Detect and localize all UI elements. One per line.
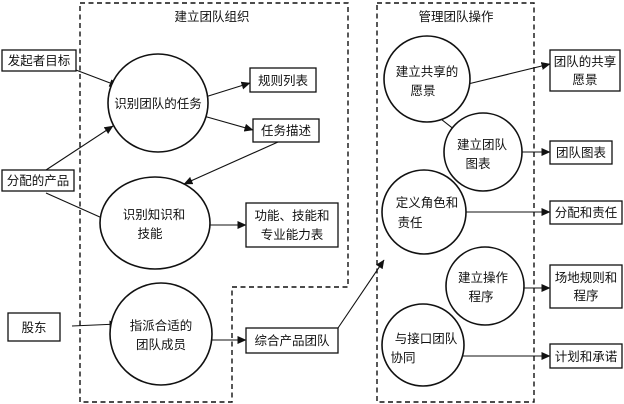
- input-allocated-products-label: 分配的产品: [7, 173, 70, 188]
- output-allocation-responsibility-label: 分配和责任: [555, 205, 618, 220]
- output-rules-list-label: 规则列表: [258, 73, 309, 88]
- process-coordinate-interfaces-line1: 与接口团队: [395, 331, 458, 346]
- process-build-charts-line2: 图表: [465, 156, 491, 171]
- process-assign-members-line2: 团队成员: [136, 337, 186, 352]
- process-build-charts-line1: 建立团队: [457, 137, 508, 152]
- arrow-task-description-to-knowledge: [183, 141, 279, 185]
- arrow-vision-to-shared-vision: [467, 62, 551, 85]
- panel-build-team-title: 建立团队组织: [174, 9, 249, 24]
- output-task-description-label: 任务描述: [261, 123, 312, 138]
- output-shared-vision-line2: 愿景: [572, 72, 597, 87]
- output-skills-table-line1: 功能、技能和: [254, 208, 329, 223]
- input-stakeholders-label: 股东: [21, 320, 46, 335]
- output-team-charts-label: 团队图表: [556, 145, 607, 160]
- process-identify-knowledge-line1: 识别知识和: [123, 207, 186, 222]
- output-team-charts: 团队图表: [549, 140, 613, 165]
- output-shared-vision: 团队的共享 愿景: [549, 49, 621, 92]
- input-sponsor-goals-label: 发起者目标: [8, 53, 71, 68]
- process-build-vision: 建立共享的 愿景: [383, 35, 471, 123]
- process-identify-tasks-label: 识别团队的任务: [114, 96, 202, 111]
- input-allocated-products: 分配的产品: [1, 169, 75, 192]
- process-establish-procedures-line1: 建立操作: [458, 270, 509, 285]
- output-plans-commitments-label: 计划和承诺: [555, 349, 618, 364]
- panel-manage-team-title: 管理团队操作: [418, 9, 494, 24]
- input-sponsor-goals: 发起者目标: [1, 49, 77, 72]
- process-establish-procedures: 建立操作 程序: [445, 246, 525, 326]
- output-shared-vision-line1: 团队的共享: [554, 54, 617, 69]
- output-site-rules-line2: 程序: [573, 288, 598, 303]
- process-coordinate-interfaces: 与接口团队 协同: [381, 303, 465, 387]
- process-assign-members-line1: 指派合适的: [130, 318, 193, 333]
- panel-build-team-border: [79, 2, 349, 403]
- process-assign-members: 指派合适的 团队成员: [109, 282, 213, 386]
- arrow-products-to-tasks: [45, 125, 114, 171]
- output-ipt-team-label: 综合产品团队: [254, 333, 330, 348]
- process-identify-knowledge: 识别知识和 技能: [99, 176, 211, 270]
- process-build-vision-line1: 建立共享的: [396, 64, 459, 79]
- process-establish-procedures-line2: 程序: [468, 289, 493, 304]
- arrow-tasks-to-task-description: [199, 114, 254, 132]
- output-rules-list: 规则列表: [249, 67, 317, 93]
- process-build-vision-line2: 愿景: [410, 83, 435, 98]
- output-skills-table: 功能、技能和 专业能力表: [245, 202, 339, 248]
- process-coordinate-interfaces-line2: 协同: [390, 350, 415, 365]
- process-identify-tasks: 识别团队的任务: [107, 53, 209, 153]
- process-define-roles-line2: 责任: [397, 215, 422, 230]
- output-site-rules-line1: 场地规则和: [555, 270, 618, 285]
- output-allocation-responsibility: 分配和责任: [549, 200, 623, 225]
- process-define-roles-line1: 定义角色和: [396, 195, 459, 210]
- process-define-roles: 定义角色和 责任: [381, 169, 467, 255]
- input-stakeholders: 股东: [7, 312, 61, 342]
- output-ipt-team: 综合产品团队: [245, 327, 339, 354]
- output-skills-table-line2: 专业能力表: [261, 227, 324, 242]
- arrow-ipt-to-vision: [337, 259, 385, 329]
- arrow-tasks-to-rules: [201, 81, 251, 99]
- process-identify-knowledge-line2: 技能: [137, 226, 163, 241]
- process-build-charts: 建立团队 图表: [443, 112, 523, 192]
- output-plans-commitments: 计划和承诺: [549, 343, 623, 369]
- output-site-rules: 场地规则和 程序: [549, 264, 623, 309]
- output-task-description: 任务描述: [252, 118, 320, 143]
